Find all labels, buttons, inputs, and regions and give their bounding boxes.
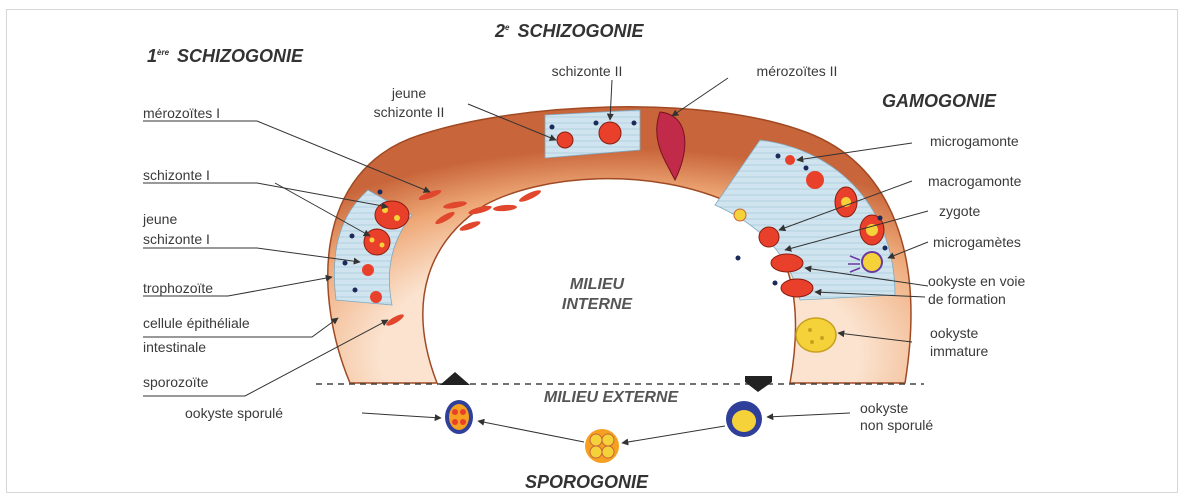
milieu-interne-line2: INTERNE	[562, 296, 634, 313]
schizonte-2-cell	[599, 122, 621, 144]
label-macrogamonte: macrogamonte	[928, 173, 1022, 189]
title-sporogonie: SPOROGONIE	[525, 472, 649, 492]
label-sporozoite: sporozoïte	[143, 374, 209, 390]
label-ookyste-sporule: ookyste sporulé	[185, 405, 283, 421]
trophozoite-cell	[362, 264, 374, 276]
label-merozoites-1: mérozoïtes I	[143, 105, 220, 121]
label-microgametes: microgamètes	[933, 234, 1021, 250]
ookyste-immature-cell	[796, 318, 836, 352]
label-ookyste-non-sporule-a: ookyste	[860, 400, 908, 416]
label-jeune-schizonte-1-b: schizonte I	[143, 231, 210, 247]
label-jeune-schizonte-2-b: schizonte II	[374, 104, 445, 120]
label-ookyste-formation-b: de formation	[928, 291, 1006, 307]
label-ookyste-formation-a: ookyste en voie	[928, 273, 1025, 289]
exit-arrow	[440, 372, 470, 385]
jeune-schizonte-2-cell	[557, 132, 573, 148]
ookyste-formation-cell-2	[781, 279, 813, 297]
ookyste-formation-cell	[771, 254, 803, 272]
label-ookyste-non-sporule-b: non sporulé	[860, 417, 933, 433]
label-schizonte-1: schizonte I	[143, 167, 210, 183]
entry-arrow	[745, 376, 772, 392]
label-trophozoite: trophozoïte	[143, 280, 213, 296]
microgamonte-cell-2	[806, 171, 824, 189]
label-ookyste-immature-b: immature	[930, 343, 989, 359]
label-microgamonte: microgamonte	[930, 133, 1019, 149]
gamete-cell	[734, 209, 746, 221]
label-jeune-schizonte-2-a: jeune	[391, 85, 426, 101]
label-cellule-epitheliale: cellule épithéliale	[143, 315, 250, 331]
arrow-sporulation-to-sporule	[478, 421, 584, 442]
milieu-interne-line1: MILIEU	[570, 276, 625, 293]
ookyste-sporule-image	[445, 400, 473, 434]
milieu-externe-label: MILIEU EXTERNE	[544, 389, 680, 406]
microgamonte-cell	[785, 155, 795, 165]
ookyste-sporulation-image	[585, 429, 619, 463]
label-jeune-schizonte-1-a: jeune	[142, 211, 177, 227]
label-zygote: zygote	[939, 203, 980, 219]
pointer-ookyste-sporule	[362, 413, 441, 418]
label-merozoites-2: mérozoïtes II	[757, 63, 838, 79]
trophozoite-cell-2	[370, 291, 382, 303]
label-ookyste-immature-a: ookyste	[930, 325, 978, 341]
label-intestinale: intestinale	[143, 339, 206, 355]
ookyste-non-sporule-image	[726, 401, 762, 437]
jeune-schizonte-1-cell	[364, 229, 390, 255]
zygote-small-cell	[759, 227, 779, 247]
arrow-nonsporule-to-sporulation	[622, 426, 725, 443]
label-schizonte-2: schizonte II	[552, 63, 623, 79]
pointer-ookyste-non-sporule	[767, 413, 850, 417]
title-gamogonie: GAMOGONIE	[882, 91, 997, 111]
